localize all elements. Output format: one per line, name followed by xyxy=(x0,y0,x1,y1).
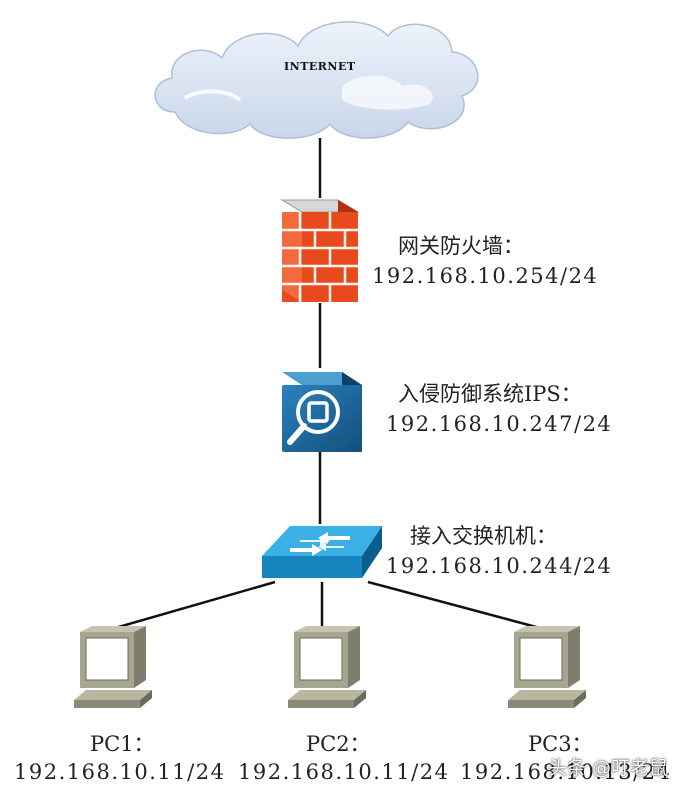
pc3-icon xyxy=(508,626,586,708)
pc2-ip: 192.168.10.11/24 xyxy=(238,760,450,784)
pc3-name: PC3： xyxy=(528,732,593,756)
firewall-icon xyxy=(280,199,360,302)
pc1-ip: 192.168.10.11/24 xyxy=(14,760,226,784)
firewall-name: 网关防火墙： xyxy=(398,234,524,258)
ips-name: 入侵防御系统IPS： xyxy=(398,382,582,406)
ips-icon xyxy=(282,372,362,452)
pc3-ip: 192.168.10.13/24 xyxy=(460,760,672,784)
pc1-name: PC1： xyxy=(90,732,155,756)
switch-name: 接入交换机机： xyxy=(410,524,557,548)
pc1-icon xyxy=(74,626,152,708)
switch-icon xyxy=(262,526,382,578)
internet-cloud-icon xyxy=(154,21,479,139)
link-switch-pc1 xyxy=(114,580,276,630)
ips-ip: 192.168.10.247/24 xyxy=(386,412,613,436)
internet-label: INTERNET xyxy=(284,60,356,73)
connection-lines xyxy=(114,138,541,630)
firewall-ip: 192.168.10.254/24 xyxy=(372,264,599,288)
pc2-name: PC2： xyxy=(306,732,371,756)
pc2-icon xyxy=(288,626,366,708)
watermark: 头条 @叮老鼠 xyxy=(547,757,668,779)
switch-ip: 192.168.10.244/24 xyxy=(386,554,613,578)
link-switch-pc3 xyxy=(367,580,541,630)
